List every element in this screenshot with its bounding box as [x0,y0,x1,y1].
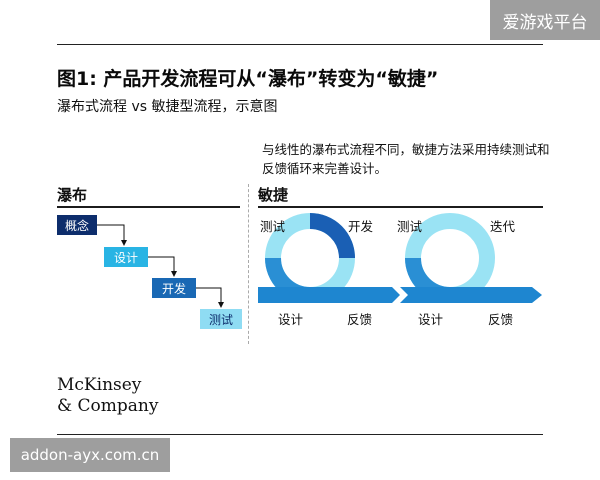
section-divider [248,184,249,344]
figure-subtitle: 瀑布式流程 vs 敏捷型流程，示意图 [57,99,278,115]
figure-title: 图1: 产品开发流程可从“瀑布”转变为“敏捷” [57,68,439,90]
top-rule [57,44,543,45]
loop1-label-test: 测试 [260,219,286,234]
connector-arrow-3 [196,287,224,308]
watermark-top: 爱游戏平台 [490,0,600,40]
connector-arrow-2 [148,256,177,277]
waterfall-step-test: 测试 [200,309,242,329]
logo-line-1: McKinsey [57,375,142,395]
bottom-rule [57,434,543,435]
agile-rule [258,206,543,208]
mckinsey-logo: McKinsey & Company [57,375,158,417]
figure-note: 与线性的瀑布式流程不同，敏捷方法采用持续测试和反馈循环来完善设计。 [262,142,550,176]
agile-label: 敏捷 [258,186,289,204]
waterfall-step-design: 设计 [104,247,148,267]
loop1-ring-top-right [309,213,355,259]
waterfall-rule [57,206,240,208]
watermark-bottom: addon-ayx.com.cn [10,438,170,472]
connector-arrow-1 [97,224,127,246]
agile-loop-2 [405,213,495,303]
loop2-label-iterate: 迭代 [490,219,516,234]
loop1-label-feedback: 反馈 [347,312,373,327]
loop1-label-design: 设计 [278,312,304,327]
waterfall-label: 瀑布 [57,186,88,204]
loop2-label-design: 设计 [418,312,444,327]
loop2-label-test: 测试 [397,219,423,234]
loop2-label-feedback: 反馈 [488,312,514,327]
agile-forward-arrow [258,287,542,303]
waterfall-step-develop: 开发 [152,278,196,298]
waterfall-step-concept: 概念 [57,215,97,235]
logo-line-2: & Company [57,396,159,416]
loop1-label-develop: 开发 [348,219,374,234]
